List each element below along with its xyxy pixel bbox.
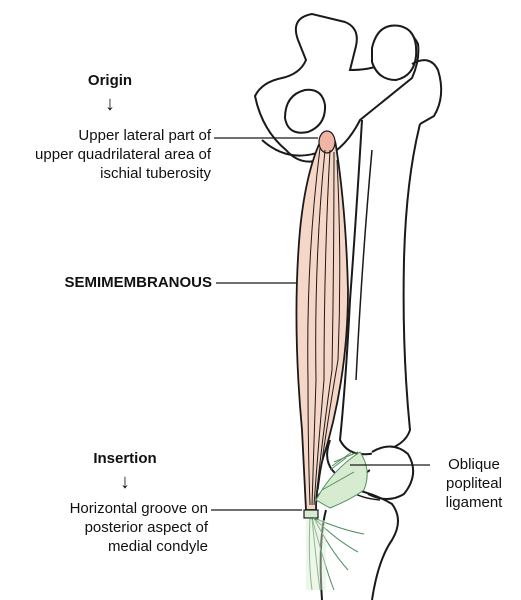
tendon-expansion-fill bbox=[306, 520, 326, 590]
ligament-line-2: popliteal bbox=[446, 475, 502, 492]
origin-description: Upper lateral part of upper quadrilatera… bbox=[0, 126, 211, 183]
linea-aspera bbox=[355, 149, 373, 381]
ligament-label: Oblique popliteal ligament bbox=[430, 455, 518, 512]
insertion-line-1: Horizontal groove on bbox=[69, 500, 208, 517]
muscle-fibers bbox=[307, 147, 341, 506]
tendon-expansion bbox=[308, 517, 365, 591]
insertion-heading: Insertion bbox=[93, 450, 157, 467]
origin-heading: Origin bbox=[87, 72, 133, 89]
insertion-arrow-icon: ↓ bbox=[120, 471, 130, 493]
insertion-line-2: posterior aspect of bbox=[84, 519, 208, 536]
origin-line-3: ischial tuberosity bbox=[100, 165, 211, 182]
insertion-tendon-band bbox=[303, 509, 319, 519]
insertion-line-3: medial condyle bbox=[107, 538, 208, 555]
insertion-description: Horizontal groove on posterior aspect of… bbox=[0, 499, 208, 556]
femoral-condyle-lateral bbox=[367, 445, 415, 500]
femoral-head bbox=[371, 24, 418, 82]
origin-line-2: upper quadrilateral area of bbox=[35, 146, 211, 163]
origin-arrow-icon: ↓ bbox=[105, 93, 115, 115]
oblique-popliteal-ligament bbox=[315, 451, 368, 509]
origin-line-1: Upper lateral part of bbox=[78, 127, 211, 144]
ligament-fibers bbox=[321, 451, 359, 491]
origin-attachment bbox=[318, 130, 336, 154]
leader-lines bbox=[211, 137, 430, 511]
ligament-line-3: ligament bbox=[445, 494, 503, 511]
obturator-foramen bbox=[283, 88, 327, 134]
femur-shaft-outline bbox=[338, 119, 421, 456]
greater-trochanter bbox=[411, 59, 443, 125]
muscle-name-label: SEMIMEMBRANOUS bbox=[64, 274, 212, 291]
ligament-line-1: Oblique bbox=[448, 456, 500, 473]
